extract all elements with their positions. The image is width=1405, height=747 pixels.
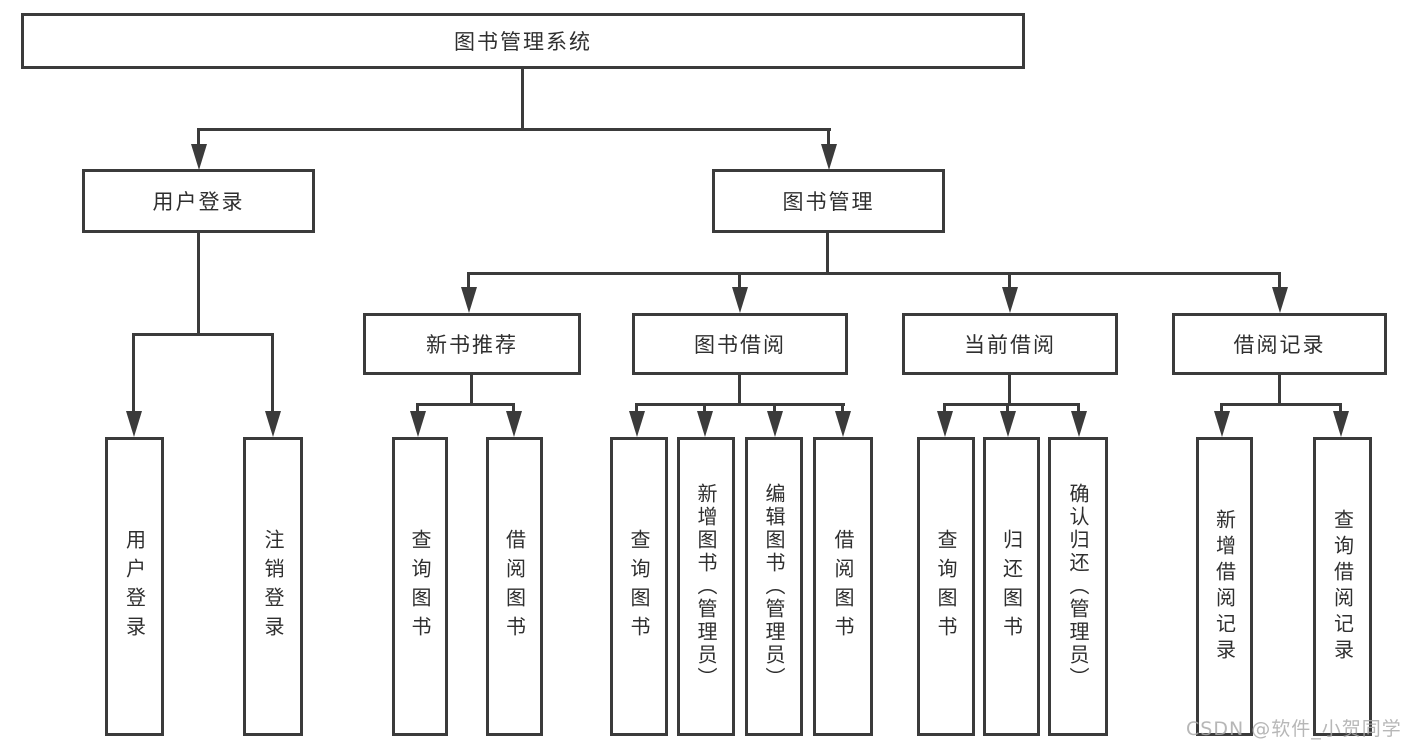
- arrowhead-down: [732, 287, 748, 313]
- arrowhead-down: [629, 411, 645, 437]
- arrowhead-down: [506, 411, 522, 437]
- connector-drop: [703, 403, 706, 415]
- connector-drop: [1008, 272, 1011, 290]
- node-cb-confirm: 确认归还（管理员）: [1048, 437, 1108, 736]
- connector-drop: [738, 272, 741, 290]
- node-login-logout: 注销登录: [243, 437, 303, 736]
- csdn-watermark: CSDN @软件_小贺同学: [1186, 718, 1402, 740]
- node-bb-borrow: 借阅图书: [813, 437, 873, 736]
- node-br-add: 新增借阅记录: [1196, 437, 1253, 736]
- connector-drop: [1278, 272, 1281, 290]
- connector-drop: [1339, 403, 1342, 415]
- arrowhead-down: [937, 411, 953, 437]
- arrowhead-down: [265, 411, 281, 437]
- arrowhead-down: [697, 411, 713, 437]
- connector-drop: [841, 403, 844, 415]
- arrowhead-down: [821, 144, 837, 170]
- node-bb-add: 新增图书（管理员）: [677, 437, 735, 736]
- node-new-books: 新书推荐: [363, 313, 581, 375]
- node-bb-query: 查询图书: [610, 437, 668, 736]
- connector-drop: [943, 403, 946, 415]
- arrowhead-down: [1000, 411, 1016, 437]
- node-nb-query: 查询图书: [392, 437, 448, 736]
- connector-drop: [827, 128, 830, 150]
- node-user-login: 用户登录: [82, 169, 315, 233]
- node-borrow-records: 借阅记录: [1172, 313, 1387, 375]
- node-nb-borrow: 借阅图书: [486, 437, 543, 736]
- connector-drop: [512, 403, 515, 415]
- arrowhead-down: [191, 144, 207, 170]
- connector-bookmgmt-stem: [826, 233, 829, 275]
- connector-drop: [1077, 403, 1080, 415]
- connector-userlogin-stem: [197, 233, 200, 336]
- node-bb-edit: 编辑图书（管理员）: [745, 437, 803, 736]
- arrowhead-down: [461, 287, 477, 313]
- arrowhead-down: [835, 411, 851, 437]
- connector-currentborrow-bar: [943, 403, 1080, 406]
- connector-bookmgmt-bar: [467, 272, 1281, 275]
- arrowhead-down: [1071, 411, 1087, 437]
- arrowhead-down: [410, 411, 426, 437]
- arrowhead-down: [1333, 411, 1349, 437]
- arrowhead-down: [1002, 287, 1018, 313]
- connector-newbooks-bar: [416, 403, 515, 406]
- node-root: 图书管理系统: [21, 13, 1025, 69]
- connector-root-stem: [521, 69, 524, 130]
- node-cb-query: 查询图书: [917, 437, 975, 736]
- connector-borrowrecords-bar: [1220, 403, 1342, 406]
- connector-drop: [197, 128, 200, 150]
- connector-drop: [132, 333, 135, 413]
- node-login-user: 用户登录: [105, 437, 164, 736]
- arrowhead-down: [126, 411, 142, 437]
- arrowhead-down: [1272, 287, 1288, 313]
- connector-newbooks-stem: [470, 375, 473, 406]
- arrowhead-down: [1214, 411, 1230, 437]
- connector-borrowrecords-stem: [1278, 375, 1281, 406]
- connector-bookborrow-stem: [738, 375, 741, 406]
- node-br-query: 查询借阅记录: [1313, 437, 1372, 736]
- connector-drop: [635, 403, 638, 415]
- connector-drop: [773, 403, 776, 415]
- node-book-mgmt: 图书管理: [712, 169, 945, 233]
- connector-drop: [271, 333, 274, 413]
- connector-drop: [1220, 403, 1223, 415]
- connector-bookborrow-bar: [635, 403, 845, 406]
- connector-drop: [467, 272, 470, 290]
- connector-root-bar: [197, 128, 831, 131]
- connector-drop: [416, 403, 419, 415]
- node-cb-return: 归还图书: [983, 437, 1040, 736]
- connector-userlogin-bar: [132, 333, 274, 336]
- connector-drop: [1006, 403, 1009, 415]
- connector-currentborrow-stem: [1008, 375, 1011, 406]
- node-book-borrow: 图书借阅: [632, 313, 848, 375]
- node-current-borrow: 当前借阅: [902, 313, 1118, 375]
- arrowhead-down: [767, 411, 783, 437]
